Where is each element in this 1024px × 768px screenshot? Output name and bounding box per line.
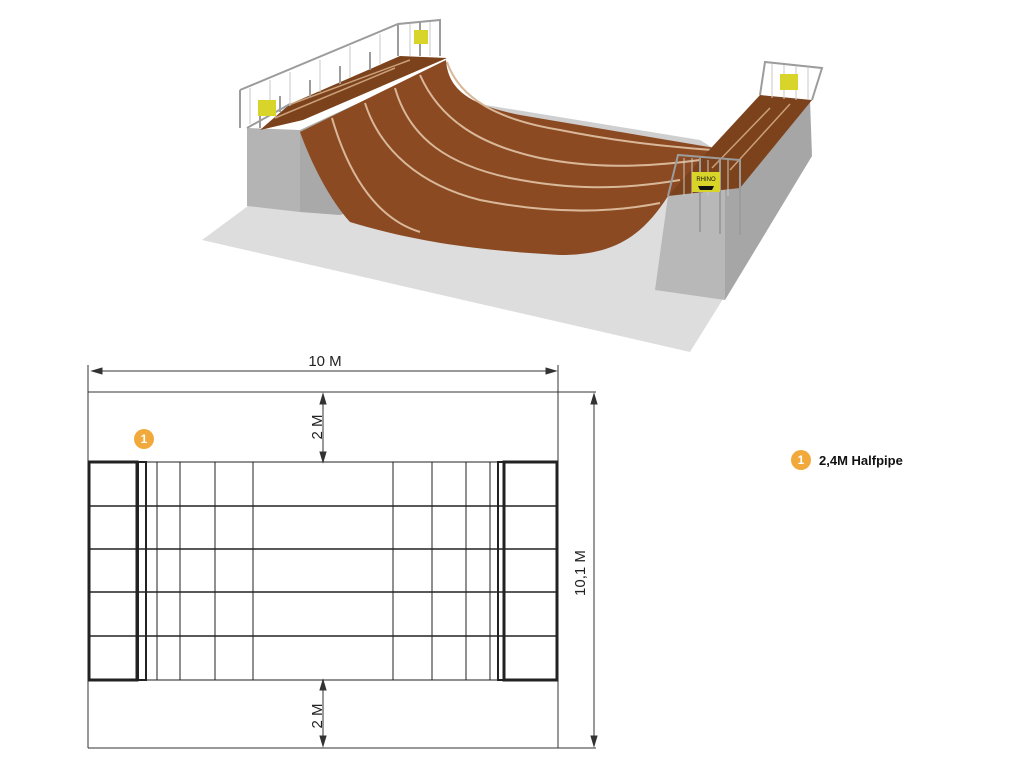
width-label: 10 M (308, 353, 342, 370)
width-dimension (90, 367, 558, 375)
right-platform (502, 460, 559, 682)
rhino-logo-sign: RHINO (692, 172, 720, 192)
left-deck (260, 56, 447, 130)
left-deck-wall (247, 128, 300, 212)
legend-label: 2,4M Halfpipe (819, 452, 903, 468)
halfpipe-render: RHINO (202, 18, 824, 352)
left-platform (87, 460, 139, 682)
legend: 1 2,4M Halfpipe (791, 450, 903, 470)
legend-marker-badge: 1 (791, 450, 811, 470)
left-railing (239, 18, 441, 129)
right-block-front (655, 188, 725, 300)
right-top-sign (780, 74, 798, 90)
depth-label: 10,1 M (572, 550, 589, 596)
rhino-sign-text: RHINO (696, 177, 716, 183)
top-gap-dimension (319, 392, 327, 464)
bottom-gap-label: 2 M (309, 703, 326, 729)
bottom-gap-dimension (319, 678, 327, 748)
plan-boundary (87, 365, 596, 749)
left-railing-mesh (249, 22, 431, 124)
ramp-panel-lines (331, 61, 713, 233)
depth-dimension (590, 392, 598, 748)
left-top-sign (414, 30, 428, 44)
left-deck-planks (274, 59, 411, 119)
top-gap-label: 2 M (309, 414, 326, 440)
halfpipe-footprint (87, 460, 559, 682)
right-block-side (725, 100, 812, 300)
plan-marker-badge: 1 (134, 429, 154, 449)
left-rhino-sign (258, 100, 276, 116)
plan-view (87, 365, 598, 749)
